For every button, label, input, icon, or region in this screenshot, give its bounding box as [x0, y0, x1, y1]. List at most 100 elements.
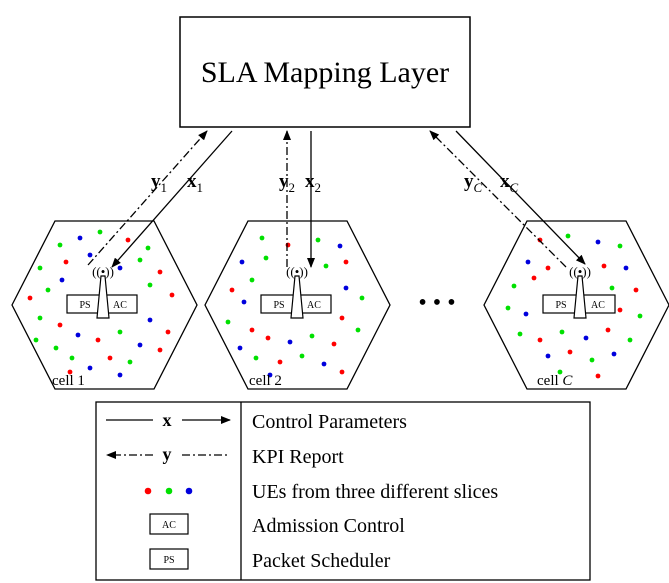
ue-dot-red — [531, 275, 537, 281]
legend: x Control Parameters y KPI Report UEs fr… — [95, 401, 591, 581]
ue-dot-red — [285, 242, 291, 248]
ue-dot-blue — [623, 265, 629, 271]
ue-dot-red — [125, 237, 131, 243]
legend-ues: UEs from three different slices — [252, 481, 498, 503]
legend-admission-control: Admission Control — [252, 515, 405, 537]
ue-dot-green — [355, 327, 361, 333]
ps-label: PS — [273, 300, 284, 311]
ue-dot-green — [609, 285, 615, 291]
ue-dot-blue — [611, 351, 617, 357]
ue-dot-green — [637, 313, 643, 319]
ue-dot-green — [517, 331, 523, 337]
ue-dot-red — [165, 329, 171, 335]
legend-x-letter: x — [163, 410, 172, 430]
ue-dot-blue — [117, 372, 123, 378]
ue-dot-green — [253, 355, 259, 361]
ue-dot-blue — [75, 332, 81, 338]
ue-dot-green — [627, 337, 633, 343]
cell-1-label: cell 1 — [52, 373, 85, 389]
cell-2-label: cell 2 — [249, 373, 282, 389]
link-cell-2 — [283, 130, 315, 268]
antenna-signal-icon: ((•)) — [286, 264, 308, 279]
y1-label: y1 — [151, 171, 167, 195]
ue-dot-green — [33, 337, 39, 343]
legend-red-dot — [144, 487, 152, 495]
ue-dot-red — [339, 315, 345, 321]
ue-dot-blue — [237, 345, 243, 351]
ue-dot-red — [265, 335, 271, 341]
ue-dot-green — [145, 245, 151, 251]
ue-dot-red — [229, 287, 235, 293]
ue-dot-green — [309, 333, 315, 339]
legend-ac-box-label: AC — [162, 520, 176, 531]
ue-dot-green — [589, 357, 595, 363]
ue-dot-red — [277, 359, 283, 365]
ue-dot-red — [537, 337, 543, 343]
ac-label: AC — [113, 300, 127, 311]
ue-dot-blue — [287, 339, 293, 345]
ue-dots — [27, 229, 643, 379]
ue-dot-green — [263, 255, 269, 261]
base-station-cell-2: ((•)) PS AC — [260, 264, 332, 319]
ue-dot-green — [117, 329, 123, 335]
tower-icon — [96, 275, 110, 319]
ue-dot-red — [567, 349, 573, 355]
ue-dot-green — [69, 355, 75, 361]
antenna-signal-icon: ((•)) — [92, 264, 114, 279]
ue-dot-red — [633, 287, 639, 293]
legend-y-letter: y — [163, 444, 172, 464]
y2-label: y2 — [279, 171, 295, 195]
ellipsis: • • • — [418, 290, 455, 316]
ue-dot-blue — [595, 239, 601, 245]
ue-dot-blue — [583, 335, 589, 341]
link-cell-1 — [87, 130, 233, 268]
ue-dot-green — [505, 305, 511, 311]
ue-dot-blue — [337, 243, 343, 249]
ue-dot-green — [137, 257, 143, 263]
ue-dot-red — [27, 295, 33, 301]
ue-dot-red — [57, 322, 63, 328]
ue-dot-green — [565, 233, 571, 239]
ue-dot-blue — [241, 299, 247, 305]
ue-dot-red — [157, 347, 163, 353]
legend-ps-box-label: PS — [163, 555, 174, 566]
legend-packet-scheduler: Packet Scheduler — [252, 550, 391, 572]
legend-ac-box — [149, 513, 189, 535]
ue-dot-blue — [87, 252, 93, 258]
ue-dot-red — [67, 369, 73, 375]
tower-icon — [290, 275, 304, 319]
ue-dot-green — [45, 287, 51, 293]
legend-blue-dot — [185, 487, 193, 495]
ue-dot-red — [343, 259, 349, 265]
kpi-report-arrow — [429, 130, 567, 268]
ue-dot-red — [157, 269, 163, 275]
ue-dot-red — [605, 327, 611, 333]
ac-label: AC — [307, 300, 321, 311]
legend-ue-dots — [144, 487, 193, 495]
ue-dot-blue — [137, 342, 143, 348]
control-parameter-arrow — [111, 130, 233, 268]
ue-dot-green — [57, 242, 63, 248]
ue-dot-green — [259, 235, 265, 241]
ac-label: AC — [591, 300, 605, 311]
ue-dot-green — [617, 243, 623, 249]
ue-dot-red — [339, 369, 345, 375]
ue-dot-blue — [117, 265, 123, 271]
ue-dot-green — [127, 359, 133, 365]
ue-dot-blue — [87, 365, 93, 371]
ue-dot-red — [95, 337, 101, 343]
ue-dot-green — [299, 353, 305, 359]
ue-dot-green — [359, 295, 365, 301]
sla-mapping-layer-box — [179, 16, 471, 128]
tower-icon — [573, 275, 587, 319]
x1-label: x1 — [187, 171, 203, 195]
ue-dot-red — [545, 265, 551, 271]
ue-dot-red — [169, 292, 175, 298]
ue-dot-red — [331, 341, 337, 347]
ue-dot-blue — [523, 311, 529, 317]
legend-y-symbol: y — [106, 444, 230, 464]
ue-dot-green — [97, 229, 103, 235]
sla-mapping-layer-title: SLA Mapping Layer — [201, 56, 449, 89]
ue-dot-green — [53, 345, 59, 351]
